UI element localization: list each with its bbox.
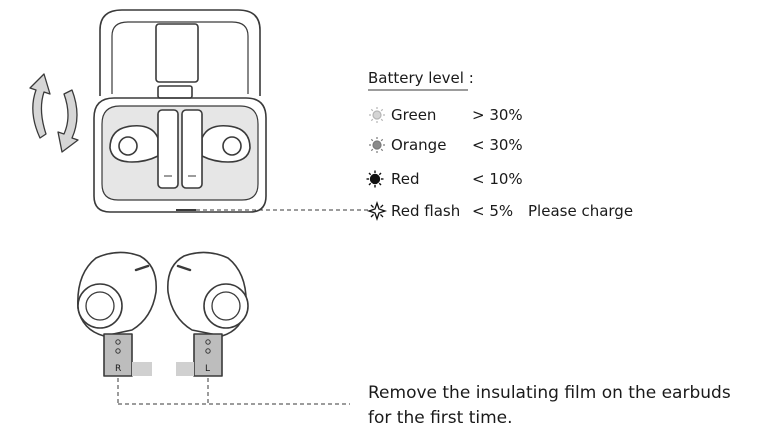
case-hinge-connector (157, 85, 193, 99)
battery-row-red-flash: Red flash < 5% Please charge (366, 200, 633, 222)
case-stem-right (181, 109, 203, 189)
earbud-left (77, 251, 157, 377)
battery-row-color: Orange (391, 136, 446, 154)
case-hinge-top (155, 23, 199, 83)
insulating-film-left (132, 362, 152, 376)
sun-medium-icon (369, 137, 385, 153)
battery-row-color: Red (391, 170, 420, 188)
insulating-film-right (176, 362, 194, 376)
sun-light-icon (369, 107, 385, 123)
arrow-up-icon (29, 73, 51, 139)
battery-row-color: Green (391, 106, 436, 124)
battery-row-value: < 5% (472, 202, 513, 220)
flash-star-icon (366, 200, 388, 222)
earbud-leaders (117, 378, 350, 405)
earbud-right-stem (193, 333, 223, 377)
open-close-arrows (29, 73, 79, 153)
earbud-right-mark: L (205, 364, 210, 374)
case-base (93, 97, 267, 213)
earbud-right (167, 251, 249, 377)
instruction-line-2: for the first time. (368, 408, 513, 428)
case-bud-right-tip (222, 136, 242, 156)
case-lid-inner (111, 21, 249, 94)
earbud-left-stem (103, 333, 133, 377)
case-stem-left (157, 109, 179, 189)
case-bud-left-tip (118, 136, 138, 156)
battery-row-green: Green > 30% (369, 106, 523, 124)
instruction-line-1: Remove the insulating film on the earbud… (368, 383, 731, 403)
battery-row-red: Red < 10% (366, 170, 523, 188)
battery-row-value: < 10% (472, 170, 523, 188)
battery-row-orange: Orange < 30% (369, 136, 523, 154)
battery-row-value: < 30% (472, 136, 523, 154)
battery-title: Battery level : (368, 69, 474, 87)
battery-row-note: Please charge (528, 202, 633, 220)
charging-case (93, 9, 267, 213)
case-lid (99, 9, 261, 96)
battery-row-value: > 30% (472, 106, 523, 124)
arrow-down-icon (57, 89, 79, 153)
sun-dark-icon (366, 170, 384, 188)
earbud-left-mark: R (115, 364, 121, 374)
battery-legend: Battery level : Green > 30% Oran (366, 69, 633, 222)
battery-row-color: Red flash (391, 202, 460, 220)
